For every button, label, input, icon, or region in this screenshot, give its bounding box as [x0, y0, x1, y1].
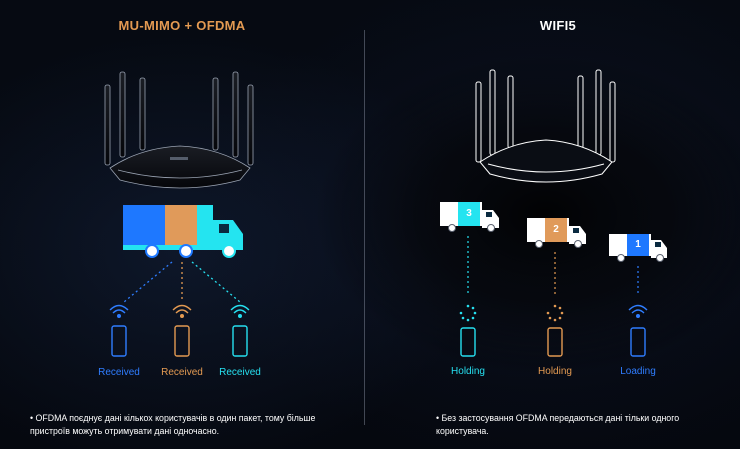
left-device-3-label: Received	[219, 367, 261, 378]
title-wifi5: WIFI5	[539, 18, 577, 33]
right-signal-lines	[467, 236, 639, 296]
truck-3	[440, 202, 499, 232]
left-signal-lines	[123, 261, 241, 303]
truck-3-number: 3	[466, 208, 472, 219]
truck-1	[609, 234, 667, 262]
right-device-3-label: Loading	[620, 366, 656, 377]
right-description: • Без застосування OFDMA передаються дан…	[436, 413, 680, 436]
loading-spinner-icon	[546, 304, 564, 322]
router-right-icon	[475, 69, 616, 183]
left-device-3	[230, 304, 250, 357]
left-device-2	[172, 304, 192, 357]
right-device-1-label: Holding	[451, 366, 485, 377]
title-mu-mimo-ofdma: MU-MIMO + OFDMA	[118, 18, 246, 33]
router-left-icon	[104, 71, 254, 189]
right-device-3	[628, 304, 648, 357]
truck-1-number: 1	[635, 239, 641, 250]
left-device-2-label: Received	[161, 367, 203, 378]
loading-spinner-icon	[459, 304, 477, 322]
truck-2-number: 2	[553, 224, 559, 235]
right-device-2	[546, 304, 564, 357]
truck-2	[527, 218, 586, 248]
left-description: • OFDMA поєднує дані кількох користувачі…	[30, 413, 316, 436]
right-device-1	[459, 304, 477, 357]
left-device-1-label: Received	[98, 367, 140, 378]
truck-combined-packet	[123, 205, 243, 258]
right-device-2-label: Holding	[538, 366, 572, 377]
left-device-1	[109, 304, 129, 357]
panel-divider	[364, 30, 365, 425]
